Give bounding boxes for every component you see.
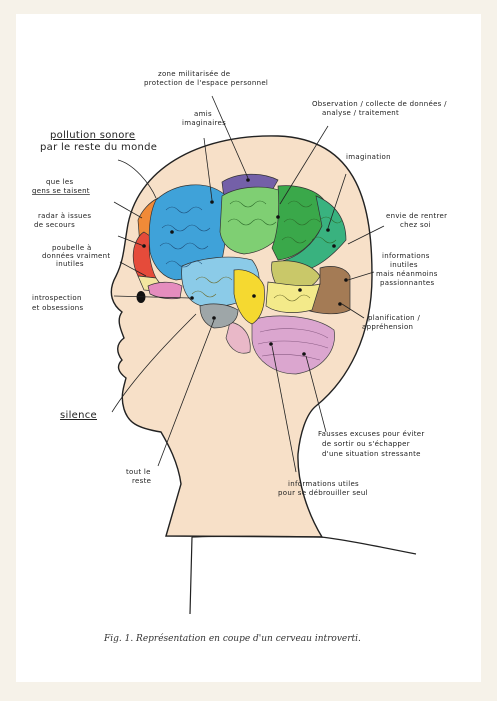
dot-green <box>276 215 280 219</box>
label-imagination: imagination <box>346 153 391 161</box>
dot-pale-yellow <box>298 288 302 292</box>
label-planification: planification /appréhension <box>362 314 420 331</box>
dot-red <box>142 244 146 248</box>
dot-grey <box>212 316 216 320</box>
region-pale-yellow <box>266 282 320 313</box>
dot-cerebellum2 <box>269 342 273 346</box>
dot-blue <box>170 230 174 234</box>
figure-caption: Fig. 1. Représentation en coupe d'un cer… <box>104 634 361 644</box>
dot-teal2 <box>332 244 336 248</box>
dot-yellow <box>252 294 256 298</box>
dot-pink <box>190 296 194 300</box>
dot-blue-top <box>210 200 214 204</box>
label-observation: Observation / collecte de données /analy… <box>312 100 447 117</box>
shoulder-outline <box>190 536 416 614</box>
dot-teal <box>326 228 330 232</box>
dot-cerebellum <box>302 352 306 356</box>
dot-brown2 <box>338 302 342 306</box>
label-silence: silence <box>60 410 97 421</box>
dot-purple <box>246 178 250 182</box>
dot-brown <box>344 278 348 282</box>
